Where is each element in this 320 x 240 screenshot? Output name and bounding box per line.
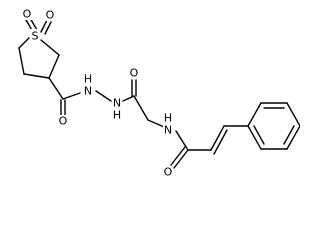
bond-n3-c9	[175, 130, 189, 151]
atom-n3: N	[164, 124, 172, 137]
bond-c10-c11-b	[213, 129, 228, 155]
bond-c5-s	[18, 37, 30, 49]
atom-o3: O	[59, 115, 68, 128]
atom-h2: H	[113, 109, 121, 122]
molecule-structure: O S O O H N N H O H N	[18, 8, 300, 179]
bond-ph-inner-3	[253, 125, 265, 145]
atom-o2: O	[46, 9, 55, 22]
bond-ph6-ph1	[247, 125, 262, 150]
bond-s-c2	[40, 39, 60, 56]
bond-c6-n1	[62, 92, 81, 100]
bond-c2-c3	[48, 54, 60, 79]
bond-ph4-ph5	[286, 125, 300, 150]
bond-ph3-ph4	[286, 102, 300, 127]
bond-ph-inner-2	[283, 125, 295, 145]
bond-c8-n3	[147, 119, 165, 128]
bond-c3-c4	[23, 73, 50, 79]
bond-c3-c6	[48, 77, 64, 100]
atom-n2: N	[113, 97, 121, 110]
bond-n2-c7	[122, 95, 135, 102]
atom-o4: O	[130, 67, 139, 80]
bond-c10-c11	[210, 125, 225, 151]
bond-c9-o5-b	[170, 146, 186, 166]
atom-s: S	[32, 30, 39, 43]
atom-h1: H	[84, 73, 92, 86]
atom-labels: O S O O H N N H O H N	[22, 8, 173, 179]
bonds	[18, 17, 300, 169]
bond-c9-o5	[173, 149, 189, 169]
atom-o1: O	[23, 8, 32, 21]
bond-c4-c5	[18, 47, 25, 75]
bond-c7-c8	[133, 95, 149, 121]
bond-s-o2	[40, 19, 48, 33]
molecule-canvas: O S O O H N N H O H N	[18, 7, 300, 179]
bond-s-o2-b	[44, 21, 52, 35]
bond-ph1-ph2	[247, 102, 262, 127]
atom-h3: H	[164, 112, 172, 125]
bond-n1-n2	[95, 90, 112, 102]
atom-o5: O	[164, 166, 173, 179]
atom-n1: N	[84, 85, 92, 98]
